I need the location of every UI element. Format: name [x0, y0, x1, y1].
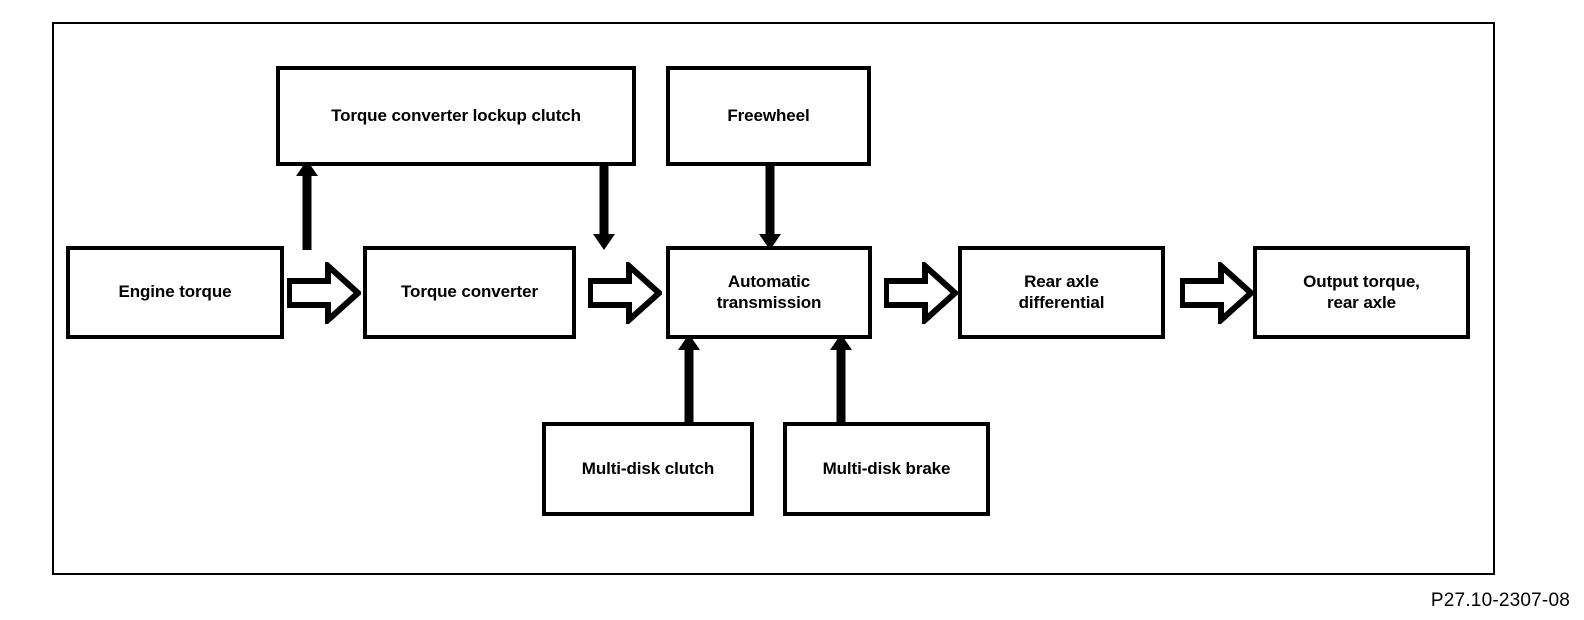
node-multi-disk-clutch[interactable]: Multi-disk clutch	[542, 422, 754, 516]
connector-shaft	[836, 347, 846, 424]
flow-arrow-automatic-transmission-to-rear-axle-differential	[884, 262, 958, 324]
diagram-caption: P27.10-2307-08	[1430, 590, 1570, 611]
node-label: Freewheel	[727, 105, 810, 125]
node-label: Torque converter	[401, 282, 538, 302]
node-label: Output torque, rear axle	[1303, 271, 1420, 312]
connector-shaft	[765, 160, 775, 237]
node-freewheel[interactable]: Freewheel	[666, 66, 871, 166]
node-rear-axle-differential[interactable]: Rear axle differential	[958, 246, 1165, 339]
node-label: Torque converter lockup clutch	[331, 105, 581, 125]
node-torque-converter-lockup-clutch[interactable]: Torque converter lockup clutch	[276, 66, 636, 166]
node-output-torque-rear-axle[interactable]: Output torque, rear axle	[1253, 246, 1470, 339]
connector-freewheel-to-automatic-transmission	[759, 160, 781, 250]
node-torque-converter[interactable]: Torque converter	[363, 246, 576, 339]
node-label: Engine torque	[118, 282, 232, 302]
node-multi-disk-brake[interactable]: Multi-disk brake	[783, 422, 990, 516]
node-label: Automatic transmission	[716, 271, 822, 312]
flow-arrow-torque-converter-to-automatic-transmission	[588, 262, 662, 324]
node-engine-torque[interactable]: Engine torque	[66, 246, 284, 339]
node-label: Multi-disk clutch	[581, 458, 715, 478]
connector-shaft	[302, 173, 312, 250]
node-label: Rear axle differential	[1018, 271, 1105, 312]
connector-shaft	[684, 347, 694, 424]
arrowhead-down-icon	[593, 234, 615, 250]
connector-torque-converter-to-lockup-clutch	[296, 160, 318, 250]
connector-lockup-clutch-to-automatic-transmission	[593, 160, 615, 250]
connector-shaft	[599, 160, 609, 237]
connector-multi-disk-clutch-to-automatic-transmission	[678, 334, 700, 424]
node-label: Multi-disk brake	[822, 458, 951, 478]
flow-arrow-rear-axle-differential-to-output-torque	[1180, 262, 1254, 324]
node-automatic-transmission[interactable]: Automatic transmission	[666, 246, 872, 339]
connector-multi-disk-brake-to-automatic-transmission	[830, 334, 852, 424]
flow-arrow-engine-torque-to-torque-converter	[287, 262, 361, 324]
